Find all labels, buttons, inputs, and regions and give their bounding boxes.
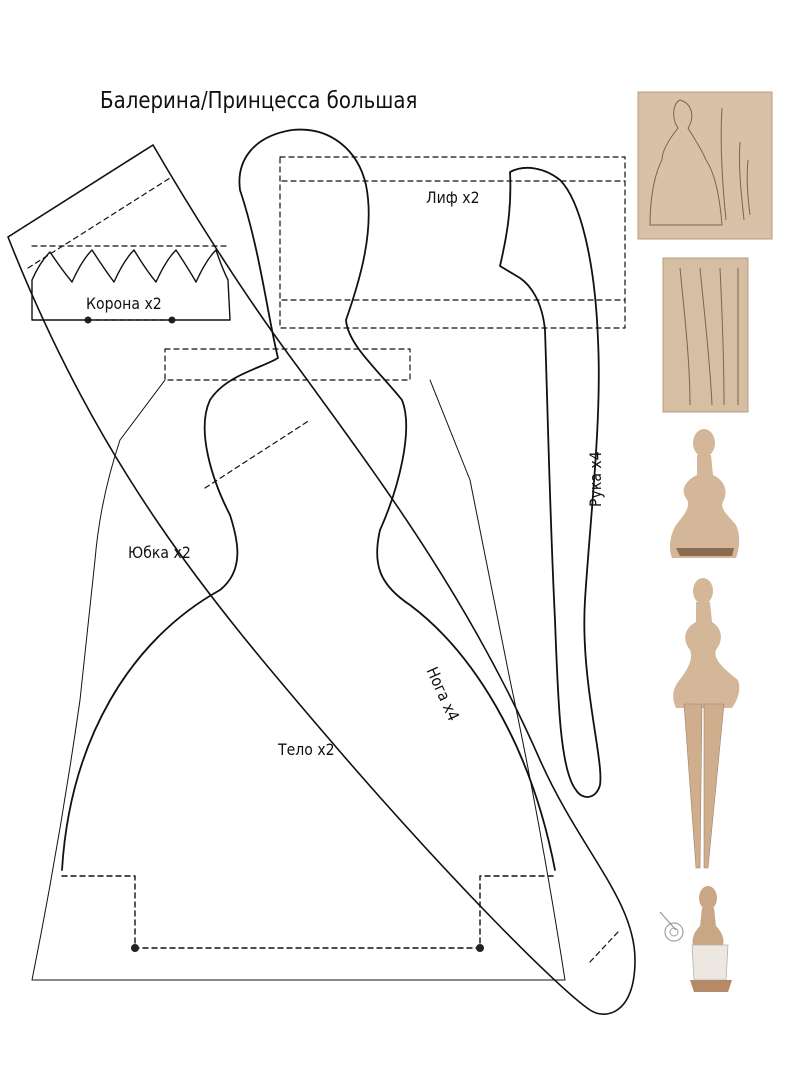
crown-outline — [31, 249, 231, 321]
photo-traced-fabric — [637, 91, 773, 240]
crown-piece — [31, 245, 231, 324]
leg-outline — [7, 144, 636, 1015]
body-dashed-bottom — [61, 875, 556, 949]
skirt-piece — [31, 348, 566, 981]
skirt-waistband — [164, 348, 411, 381]
photo-body-with-legs — [673, 578, 740, 869]
bodice-label: Лиф х2 — [426, 188, 480, 207]
body-dot-left — [131, 944, 139, 952]
photo-sewn-body — [669, 429, 740, 558]
bodice-piece — [279, 156, 626, 329]
leg-foot-dashed — [589, 931, 619, 963]
skirt-outline — [31, 379, 566, 981]
crown-label: Корона х2 — [86, 294, 162, 313]
photo-legs-fabric — [662, 257, 749, 413]
body-label: Тело х2 — [278, 740, 335, 759]
body-piece — [61, 128, 556, 952]
body-dot-right — [476, 944, 484, 952]
arm-label: Рука х4 — [586, 451, 605, 507]
skirt-label: Юбка х2 — [128, 543, 191, 562]
bodice-outline — [279, 156, 626, 329]
leg-seam-dashed — [204, 419, 311, 489]
page-title: Балерина/Принцесса большая — [100, 88, 418, 114]
leg-top-dashed — [7, 144, 154, 238]
arm-outline — [499, 166, 602, 798]
leg-top-dashed-2 — [27, 177, 171, 269]
photo-finished-bodice — [659, 886, 732, 992]
leg-piece — [7, 144, 636, 1015]
arm-piece — [499, 166, 602, 798]
body-outline — [61, 128, 556, 871]
